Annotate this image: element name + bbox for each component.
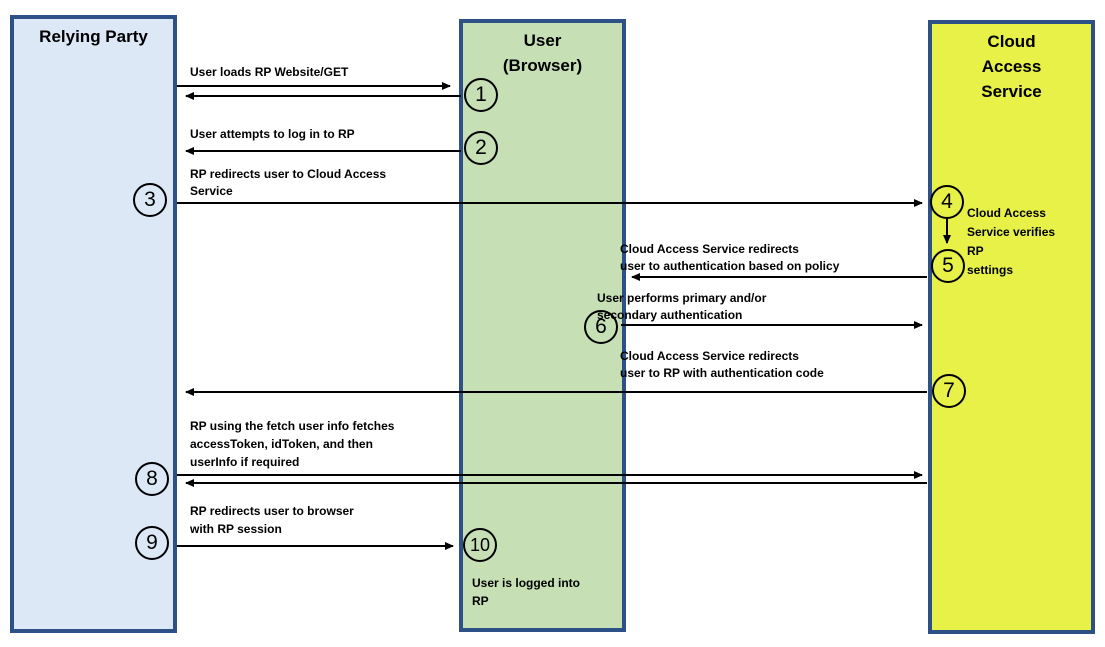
label-step3: RP redirects user to Cloud Access Servic…: [190, 167, 387, 198]
lane-title-line: User: [523, 31, 562, 50]
step-circle-4: 4: [930, 185, 964, 219]
lane-relying-party-title: Relying Party: [14, 19, 173, 49]
lane-title-line: (Browser): [502, 56, 583, 75]
step-circle-7: 7: [932, 374, 966, 408]
lane-title-line: Access: [981, 57, 1042, 76]
label-step5: Cloud Access Service redirects user to a…: [620, 242, 840, 273]
step-circle-8: 8: [135, 462, 169, 496]
lane-cloud-access-service-title: Cloud Access Service: [932, 24, 1091, 104]
lane-relying-party: Relying Party: [10, 15, 177, 633]
lane-title-line: Relying Party: [39, 27, 148, 46]
label-step6: User performs primary and/or secondary a…: [597, 291, 767, 322]
step-circle-6: 6: [584, 310, 618, 344]
step-circle-10: 10: [463, 528, 497, 562]
lane-title-line: Cloud: [987, 32, 1036, 51]
step-circle-3: 3: [133, 183, 167, 217]
lane-title-line: Service: [981, 82, 1042, 101]
step-circle-2: 2: [464, 131, 498, 165]
label-step7: Cloud Access Service redirects user to R…: [620, 349, 824, 380]
step-circle-5: 5: [931, 249, 965, 283]
label-step8: RP using the fetch user info fetches acc…: [190, 419, 395, 469]
lane-user-browser-title: User (Browser): [463, 23, 622, 78]
step-circle-9: 9: [135, 526, 169, 560]
label-step1: User loads RP Website/GET: [190, 65, 349, 79]
label-step10: User is logged into RP: [472, 576, 581, 608]
lane-cloud-access-service: Cloud Access Service: [928, 20, 1095, 634]
label-step2: User attempts to log in to RP: [190, 127, 355, 141]
label-step9: RP redirects user to browser with RP ses…: [190, 504, 354, 536]
label-step4: Cloud Access Service verifies RP setting…: [967, 206, 1056, 277]
step-circle-1: 1: [464, 78, 498, 112]
